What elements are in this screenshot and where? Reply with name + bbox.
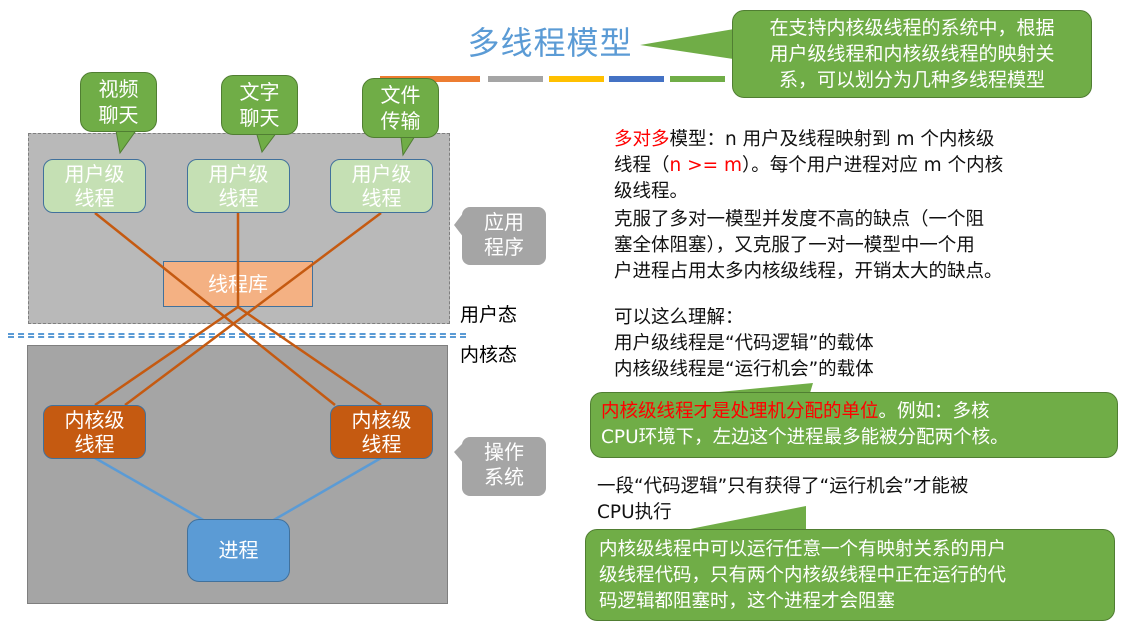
kernel-thread-label: 线程 [361,432,402,456]
application-tag-line: 程序 [484,235,524,259]
application-tag-line: 应用 [484,210,524,234]
app-callout-line: 聊天 [98,103,139,127]
understanding-paragraph: 可以这么理解： 用户级线程是“代码逻辑”的载体 内核级线程是“运行机会”的载体 [614,305,1094,383]
advantages-line: 塞全体阻塞），又克服了一对一模型中一个用 [614,235,975,256]
description-line-1: 多对多模型：n 用户及线程映射到 m 个内核级 [614,127,1094,153]
user-thread-3: 用户级 线程 [330,159,433,213]
understanding-line: 用户级线程是“代码逻辑”的载体 [614,333,874,354]
app-callout-line: 视频 [98,77,139,101]
mode-separator [8,333,466,338]
process-box: 进程 [187,519,290,582]
description-line-3: 级线程。 [614,181,689,202]
os-tag-pointer [454,442,464,464]
user-thread-1: 用户级 线程 [43,159,146,213]
app-callout-video-chat: 视频 聊天 [80,72,157,132]
user-thread-label: 线程 [218,186,259,210]
kernel-thread-1: 内核级 线程 [43,405,146,459]
advantages-line: 户进程占用太多内核级线程，开销太大的缺点。 [614,261,1003,282]
top-callout-line: 用户级线程和内核级线程的映射关 [769,43,1055,65]
callout-1-line-2: CPU环境下，左边这个进程最多能被分配两个核。 [601,427,1009,448]
execution-line: CPU执行 [597,502,672,523]
user-thread-label: 用户级 [351,162,412,186]
kernel-mode-label: 内核态 [460,344,518,366]
accent-bar-yellow [549,76,604,82]
kernel-thread-label: 内核级 [64,408,125,432]
operating-system-tag: 操作 系统 [462,437,546,496]
operating-system-tag-line: 操作 [484,440,524,464]
user-mode-label: 用户态 [460,304,518,326]
app-callout-line: 聊天 [239,106,280,130]
advantages-line: 克服了多对一模型并发度不高的缺点（一个阻 [614,209,985,230]
understanding-line: 可以这么理解： [614,307,744,328]
user-thread-label: 用户级 [64,162,125,186]
thread-library: 线程库 [163,261,313,307]
callout-1-text: 。例如：多核 [878,401,990,422]
top-callout: 在支持内核级线程的系统中，根据 用户级线程和内核级线程的映射关 系，可以划分为几… [732,10,1092,98]
description-line-2: 线程（n >= m）。每个用户进程对应 m 个内核 [614,153,1094,179]
accent-bar-green [670,76,725,82]
description-text: ）。每个用户进程对应 m 个内核 [742,155,1004,176]
many-to-many-description: 多对多模型：n 用户及线程映射到 m 个内核级 线程（n >= m）。每个用户进… [614,127,1094,205]
user-thread-2: 用户级 线程 [187,159,290,213]
execution-line: 一段“代码逻辑”只有获得了“运行机会”才能被 [597,476,969,497]
understanding-line: 内核级线程是“运行机会”的载体 [614,359,874,380]
allocation-unit-highlight: 内核级线程才是处理机分配的单位 [601,401,879,422]
callout-2-line: 内核级线程中可以运行任意一个有映射关系的用户 [599,539,1007,560]
condition-highlight: n >= m [669,155,743,176]
callout-2-line: 码逻辑都阻塞时，这个进程才会阻塞 [599,591,896,612]
app-callout-text-chat: 文字 聊天 [221,75,298,135]
top-callout-line: 在支持内核级线程的系统中，根据 [769,17,1055,39]
description-text: 模型：n 用户及线程映射到 m 个内核级 [669,129,995,150]
allocation-unit-callout: 内核级线程才是处理机分配的单位。例如：多核 CPU环境下，左边这个进程最多能被分… [590,392,1118,458]
application-tag: 应用 程序 [462,207,546,265]
user-thread-label: 线程 [361,186,402,210]
model-name-highlight: 多对多 [614,129,670,150]
app-callout-file-transfer: 文件 传输 [362,78,439,138]
app-callout-line: 文字 [239,80,280,104]
accent-bar-gray [488,76,543,82]
kernel-thread-label: 线程 [74,432,115,456]
description-text: 线程（ [614,155,670,176]
app-callout-line: 传输 [380,109,421,133]
callout-1-line-1: 内核级线程才是处理机分配的单位。例如：多核 [601,399,1117,425]
user-thread-label: 线程 [74,186,115,210]
blocking-callout: 内核级线程中可以运行任意一个有映射关系的用户 级线程代码，只有两个内核级线程中正… [585,529,1115,621]
kernel-thread-2: 内核级 线程 [330,405,433,459]
app-callout-line: 文件 [380,83,421,107]
kernel-thread-label: 内核级 [351,408,412,432]
accent-bar-blue [609,76,664,82]
app-tag-pointer [454,212,464,238]
callout-2-pointer [670,506,806,533]
callout-2-line: 级线程代码，只有两个内核级线程中正在运行的代 [599,565,1007,586]
slide-title: 多线程模型 [467,24,633,62]
advantages-paragraph: 克服了多对一模型并发度不高的缺点（一个阻 塞全体阻塞），又克服了一对一模型中一个… [614,207,1094,285]
top-callout-pointer [640,28,740,60]
operating-system-tag-line: 系统 [484,465,524,489]
top-callout-line: 系，可以划分为几种多线程模型 [778,69,1045,91]
user-thread-label: 用户级 [208,162,269,186]
execution-paragraph: 一段“代码逻辑”只有获得了“运行机会”才能被 CPU执行 [597,474,1117,526]
